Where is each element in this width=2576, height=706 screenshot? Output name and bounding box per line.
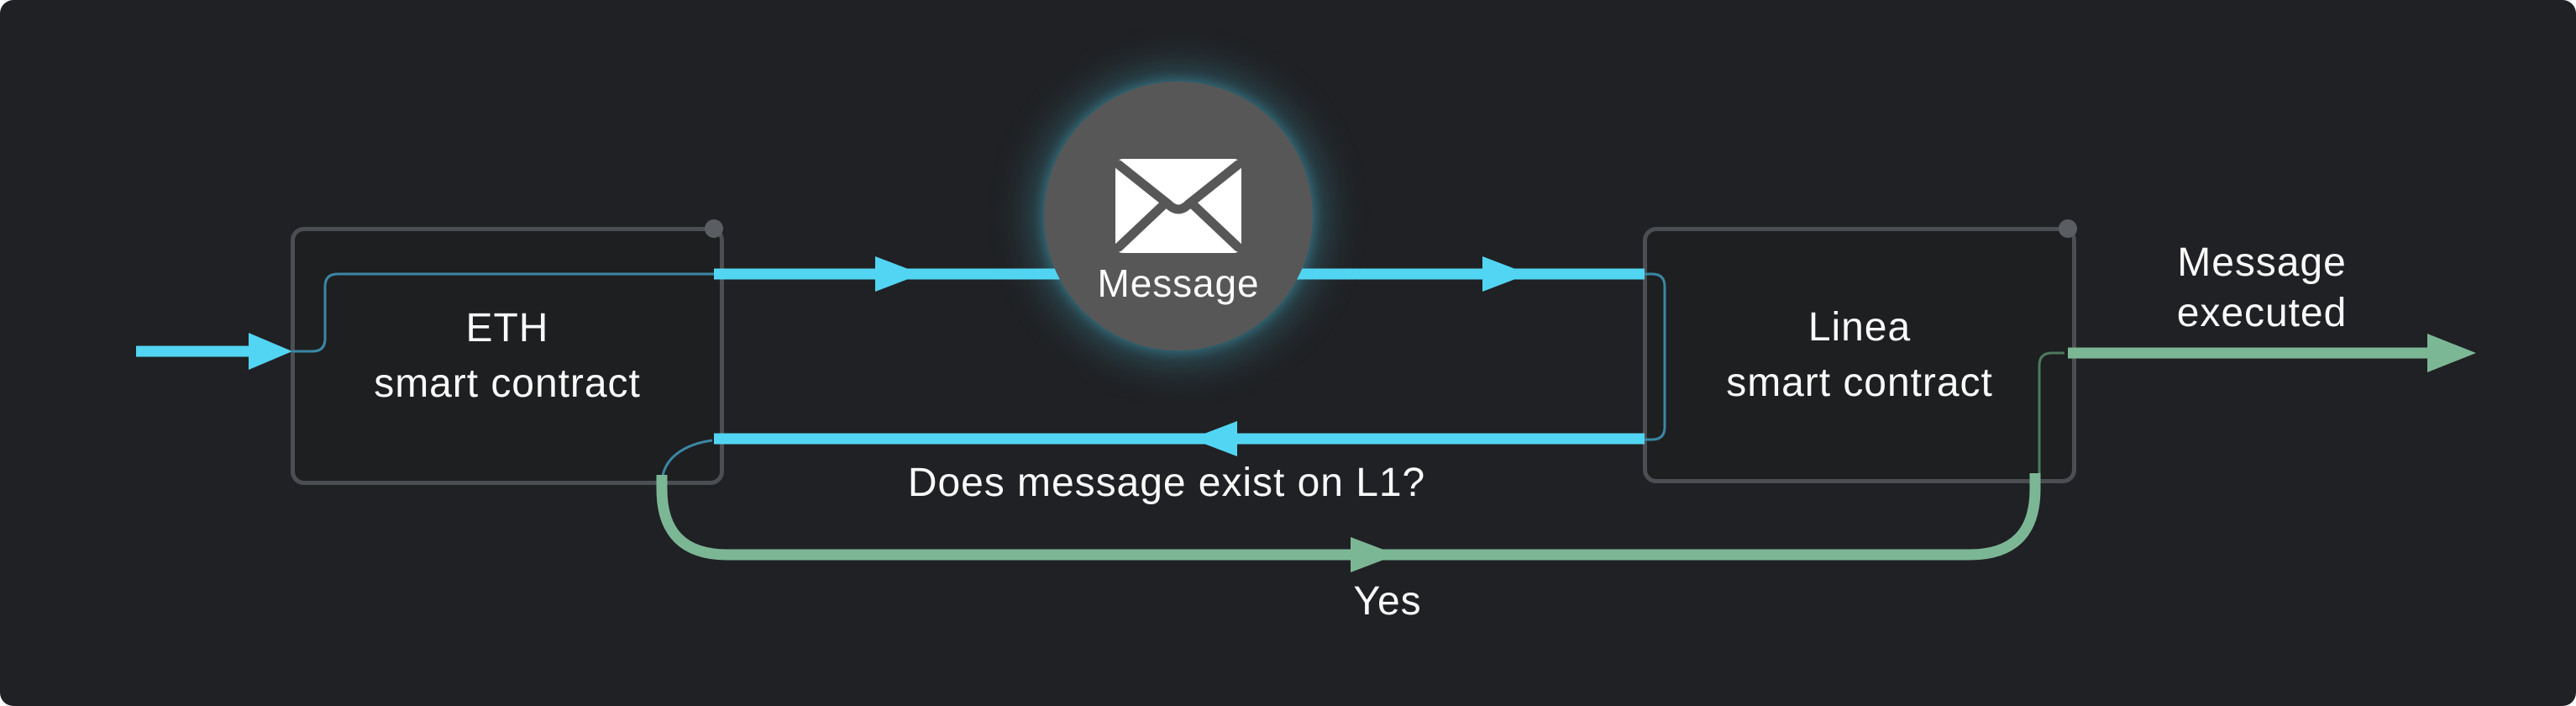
yes-loop-arrow-head bbox=[1351, 537, 1397, 572]
envelope-icon bbox=[1115, 159, 1241, 253]
return-check-arrow-head bbox=[1191, 421, 1237, 456]
return-check-label: Does message exist on L1? bbox=[907, 461, 1426, 505]
eth-node-label-line2: smart contract bbox=[374, 361, 641, 406]
eth-node-label-line1: ETH bbox=[465, 305, 549, 350]
entry-arrow-head bbox=[249, 333, 292, 370]
linea-node-label-line2: smart contract bbox=[1726, 360, 1993, 405]
linea-node-label-line1: Linea bbox=[1807, 304, 1912, 350]
message-executed-label-line1: Message bbox=[2177, 240, 2347, 285]
send-message-arrow-head-2 bbox=[1482, 256, 1529, 292]
yes-label: Yes bbox=[1353, 579, 1422, 624]
message-executed-label-line2: executed bbox=[2176, 291, 2348, 335]
message-executed-arrow-head bbox=[2427, 334, 2476, 372]
message-node-label: Message bbox=[1097, 261, 1260, 305]
eth-contract-node: ETH smart contract bbox=[291, 227, 724, 485]
message-node: Message bbox=[1044, 82, 1313, 350]
send-message-arrow-head-1 bbox=[875, 256, 921, 292]
message-executed-label: Message executed bbox=[2052, 238, 2472, 339]
linea-contract-node: Linea smart contract bbox=[1643, 227, 2076, 483]
